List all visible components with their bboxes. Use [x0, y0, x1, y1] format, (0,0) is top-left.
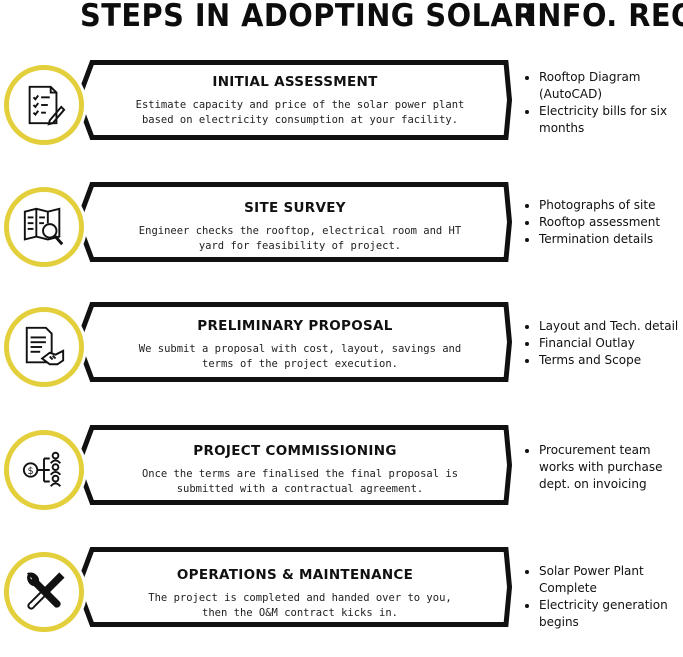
- map-magnifier-icon: [23, 207, 64, 246]
- step-description: Once the terms are finalised the final p…: [141, 468, 459, 495]
- step-project-commissioning: $ PROJECT COMMISSIONING Once the terms a…: [0, 425, 512, 535]
- step-title: OPERATIONS & MAINTENANCE: [176, 567, 414, 583]
- step-title: INITIAL ASSESSMENT: [212, 74, 378, 90]
- step-title: PRELIMINARY PROPOSAL: [197, 318, 393, 334]
- checklist-document-icon: [28, 85, 66, 126]
- step-initial-assessment: INITIAL ASSESSMENT Estimate capacity and…: [0, 60, 512, 170]
- info-list-project-commissioning: Procurement team works with purchase dep…: [522, 442, 682, 493]
- step-preliminary-proposal: PRELIMINARY PROPOSAL We submit a proposa…: [0, 302, 512, 412]
- step-icon-circle: [4, 307, 84, 387]
- steps-heading: STEPS IN ADOPTING SOLAR: [80, 0, 536, 34]
- info-item: Rooftop assessment: [522, 214, 682, 231]
- info-list-site-survey: Photographs of site Rooftop assessment T…: [522, 197, 682, 248]
- step-title: SITE SURVEY: [244, 200, 346, 216]
- info-list-preliminary-proposal: Layout and Tech. detail Financial Outlay…: [522, 318, 682, 369]
- info-item: Layout and Tech. detail: [522, 318, 682, 335]
- info-item: Procurement team works with purchase dep…: [522, 442, 682, 493]
- info-list-initial-assessment: Rooftop Diagram (AutoCAD) Electricity bi…: [522, 69, 682, 137]
- step-description: Estimate capacity and price of the solar…: [135, 99, 465, 126]
- step-site-survey: SITE SURVEY Engineer checks the rooftop,…: [0, 182, 512, 292]
- info-required-heading: INFO. REQ.: [526, 0, 683, 34]
- svg-text:$: $: [28, 466, 34, 477]
- step-operations-maintenance: OPERATIONS & MAINTENANCE The project is …: [0, 547, 512, 657]
- info-item: Solar Power Plant Complete: [522, 563, 682, 597]
- info-item: Electricity generation begins: [522, 597, 682, 631]
- step-title: PROJECT COMMISSIONING: [193, 443, 397, 459]
- info-item: Termination details: [522, 231, 682, 248]
- money-people-network-icon: $: [22, 451, 62, 487]
- step-description: We submit a proposal with cost, layout, …: [138, 343, 462, 370]
- info-item: Financial Outlay: [522, 335, 682, 352]
- info-item: Rooftop Diagram (AutoCAD): [522, 69, 682, 103]
- step-icon-circle: [4, 552, 84, 632]
- info-item: Photographs of site: [522, 197, 682, 214]
- step-icon-circle: $: [4, 430, 84, 510]
- document-handshake-icon: [25, 326, 65, 366]
- info-item: Electricity bills for six months: [522, 103, 682, 137]
- step-icon-circle: [4, 187, 84, 267]
- info-item: Terms and Scope: [522, 352, 682, 369]
- step-description: The project is completed and handed over…: [148, 592, 452, 619]
- wrench-screwdriver-icon: [26, 571, 65, 610]
- info-list-operations-maintenance: Solar Power Plant Complete Electricity g…: [522, 563, 682, 631]
- step-icon-circle: [4, 65, 84, 145]
- step-description: Engineer checks the rooftop, electrical …: [138, 225, 462, 252]
